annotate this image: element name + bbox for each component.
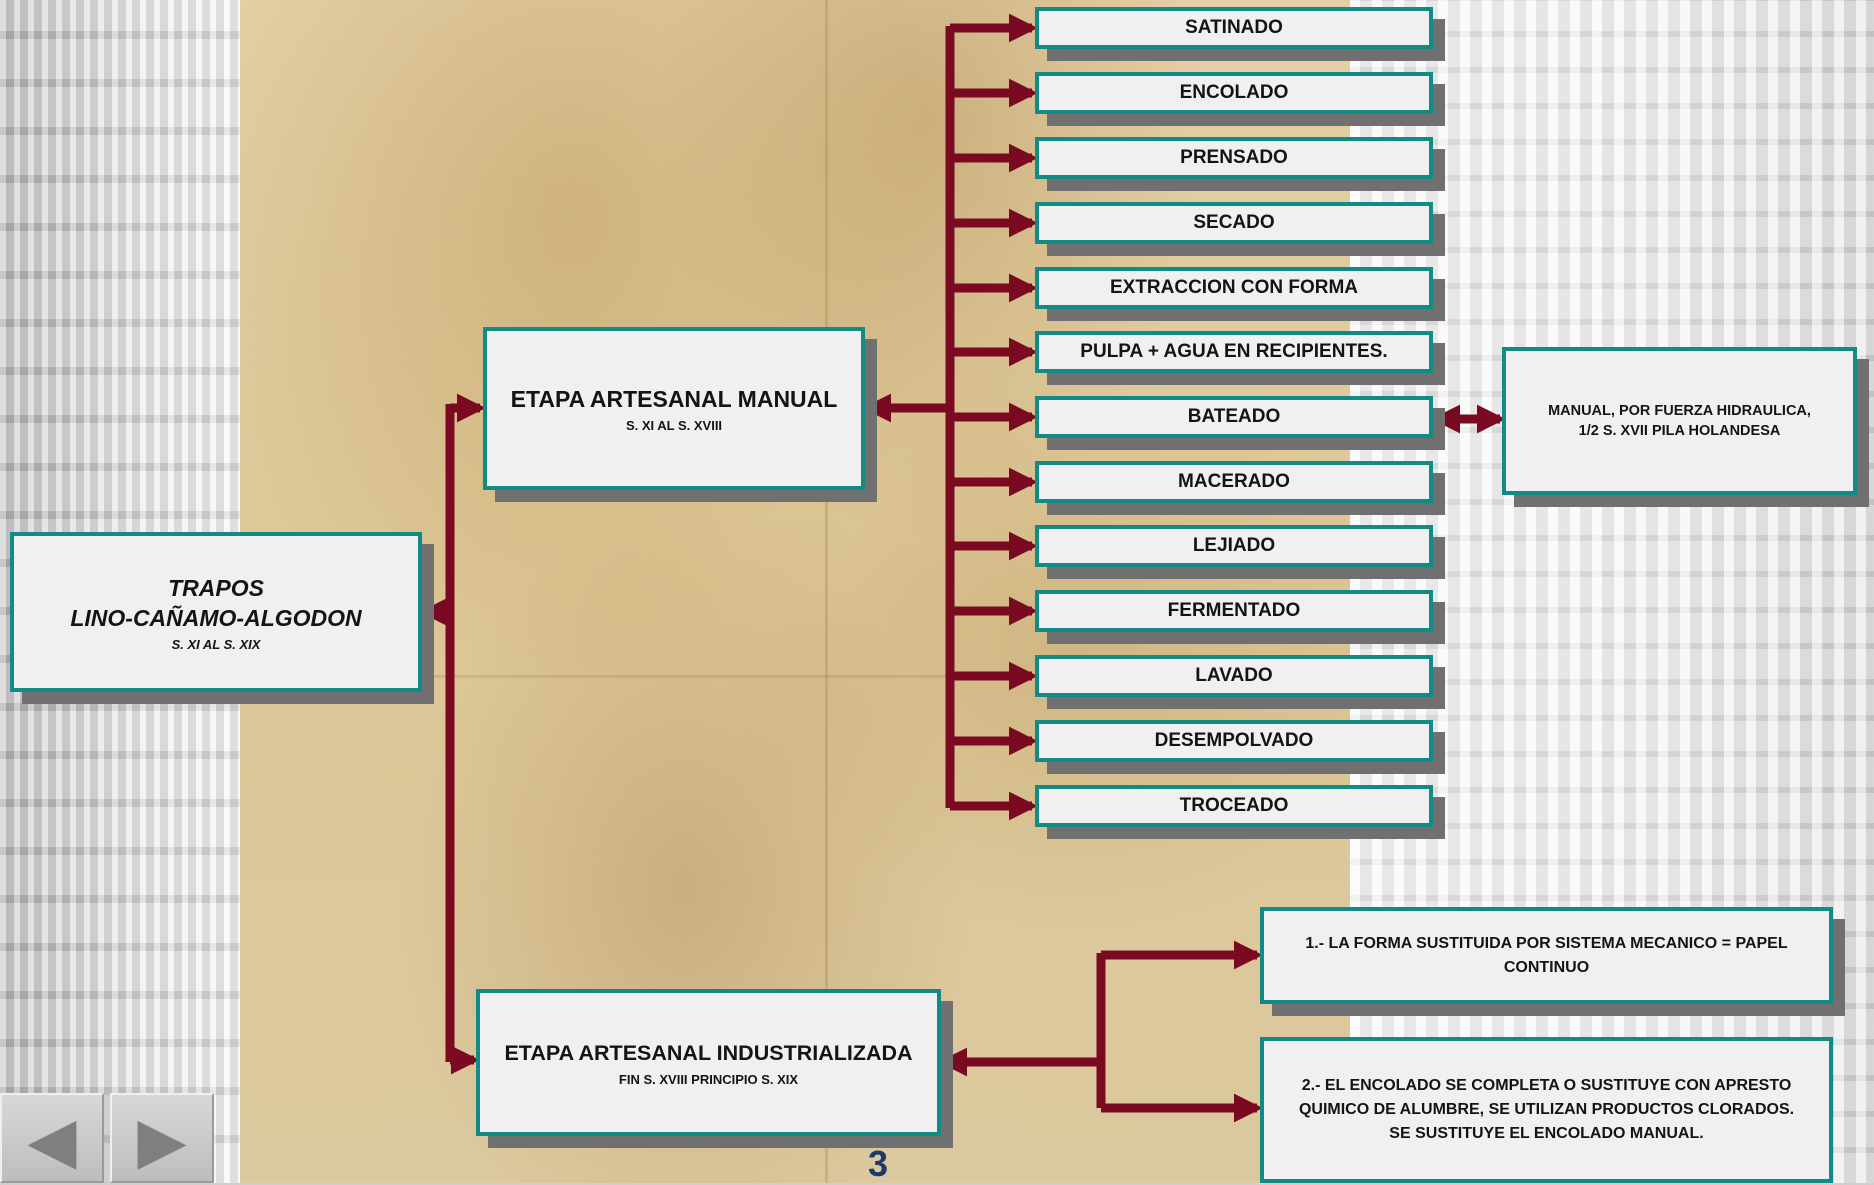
industrial-note-1: 1.- LA FORMA SUSTITUIDA POR SISTEMA MECA… (1260, 907, 1833, 1004)
step-encolado: ENCOLADO (1035, 72, 1433, 114)
triangle-left-icon: ◀ (27, 1104, 77, 1176)
page-number: 3 (867, 1143, 889, 1184)
step-lejiado: LEJIADO (1035, 525, 1433, 567)
step-label: LAVADO (1195, 665, 1273, 686)
step-label: MACERADO (1178, 471, 1290, 492)
step-label: ENCOLADO (1179, 82, 1289, 103)
step-satinado: SATINADO (1035, 7, 1433, 49)
step-label: EXTRACCION CON FORMA (1109, 277, 1359, 298)
step-label: TROCEADO (1179, 795, 1289, 816)
step-extraccion-con-forma: EXTRACCION CON FORMA (1035, 267, 1433, 309)
manual-stage-title: ETAPA ARTESANAL MANUAL (510, 386, 838, 412)
step-secado: SECADO (1035, 202, 1433, 244)
root-subtitle: S. XI AL S. XIX (171, 636, 261, 652)
step-desempolvado: DESEMPOLVADO (1035, 720, 1433, 762)
industrial-stage-box: ETAPA ARTESANAL INDUSTRIALIZADA FIN S. X… (476, 989, 941, 1136)
step-label: FERMENTADO (1167, 600, 1301, 621)
step-prensado: PRENSADO (1035, 137, 1433, 179)
industrial-note-2-line3: SE SUSTITUYE EL ENCOLADO MANUAL. (1389, 1125, 1704, 1142)
previous-slide-button[interactable]: ◀ (0, 1093, 104, 1183)
root-title-line2: LINO-CAÑAMO-ALGODON (70, 604, 362, 631)
step-label: LEJIADO (1192, 535, 1276, 556)
step-label: PULPA + AGUA EN RECIPIENTES. (1080, 341, 1388, 362)
bateado-note-line1: MANUAL, POR FUERZA HIDRAULICA, (1548, 403, 1811, 419)
bateado-note-box: MANUAL, POR FUERZA HIDRAULICA, 1/2 S. XV… (1502, 347, 1857, 495)
industrial-note-2-line2: QUIMICO DE ALUMBRE, SE UTILIZAN PRODUCTO… (1298, 1101, 1795, 1118)
root-title-line1: TRAPOS (168, 574, 264, 601)
next-slide-button[interactable]: ▶ (110, 1093, 214, 1183)
bateado-note-line2: 1/2 S. XVII PILA HOLANDESA (1578, 423, 1781, 439)
industrial-stage-title: ETAPA ARTESANAL INDUSTRIALIZADA (504, 1041, 913, 1065)
root-box-trapos: TRAPOS LINO-CAÑAMO-ALGODON S. XI AL S. X… (10, 532, 422, 692)
step-bateado: BATEADO (1035, 396, 1433, 438)
step-label: BATEADO (1187, 406, 1281, 427)
industrial-note-1-line1: 1.- LA FORMA SUSTITUIDA POR SISTEMA MECA… (1305, 934, 1788, 952)
industrial-note-2: 2.- EL ENCOLADO SE COMPLETA O SUSTITUYE … (1260, 1037, 1833, 1183)
industrial-note-2-line1: 2.- EL ENCOLADO SE COMPLETA O SUSTITUYE … (1301, 1077, 1792, 1094)
triangle-right-icon: ▶ (137, 1104, 187, 1176)
step-label: SECADO (1193, 212, 1275, 233)
industrial-stage-subtitle: FIN S. XVIII PRINCIPIO S. XIX (618, 1072, 799, 1087)
step-troceado: TROCEADO (1035, 785, 1433, 827)
industrial-note-1-line2: CONTINUO (1503, 958, 1590, 976)
step-label: PRENSADO (1180, 147, 1288, 168)
step-label: DESEMPOLVADO (1154, 730, 1314, 751)
step-fermentado: FERMENTADO (1035, 590, 1433, 632)
step-pulpa-agua: PULPA + AGUA EN RECIPIENTES. (1035, 331, 1433, 373)
step-label: SATINADO (1185, 17, 1283, 38)
manual-stage-box: ETAPA ARTESANAL MANUAL S. XI AL S. XVIII (483, 327, 865, 490)
manual-stage-subtitle: S. XI AL S. XVIII (625, 418, 723, 433)
step-lavado: LAVADO (1035, 655, 1433, 697)
step-macerado: MACERADO (1035, 461, 1433, 503)
